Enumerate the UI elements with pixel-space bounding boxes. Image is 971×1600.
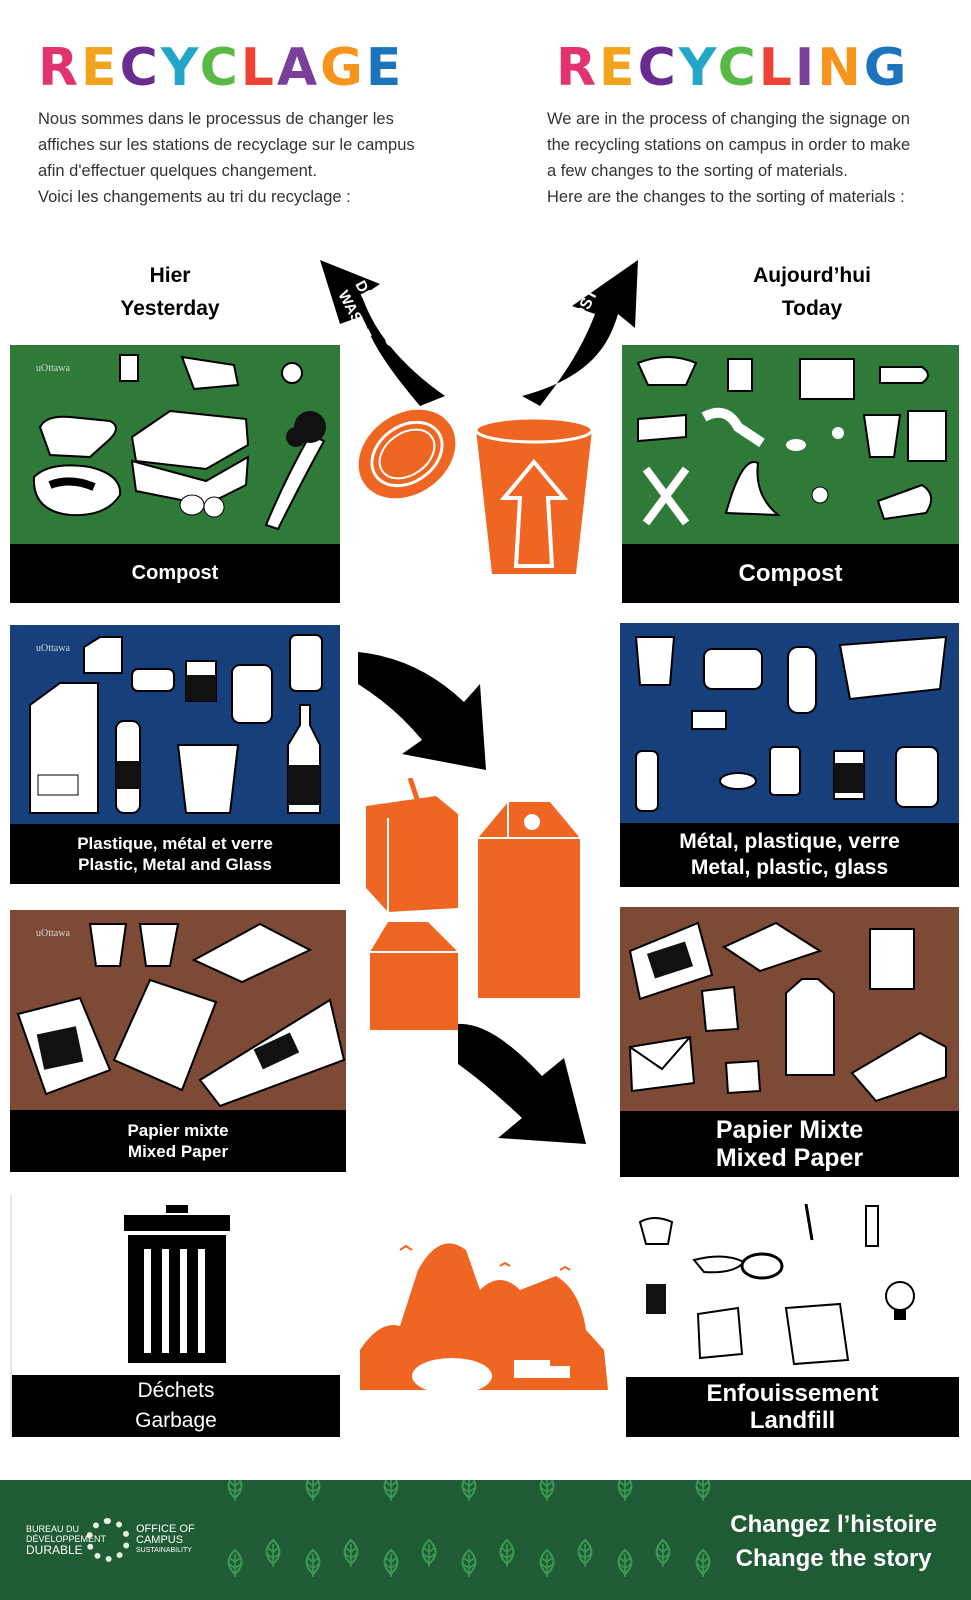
leaf-icon (461, 1480, 477, 1501)
title-letter: C (717, 38, 759, 98)
paper-items-icon (16, 922, 346, 1108)
leaf-icon (383, 1480, 399, 1501)
leaf-icon (539, 1480, 555, 1501)
org-name-english: OFFICE OF CAMPUS SUSTAINABILITY (136, 1523, 195, 1555)
milk-carton-small-icon (370, 922, 458, 1030)
paper-label: Papier Mixte Mixed Paper (620, 1111, 959, 1177)
compostable-items-icon (636, 356, 947, 526)
leaf-icon (577, 1538, 593, 1567)
leaf-icon (265, 1538, 281, 1567)
leaf-icon (227, 1548, 243, 1577)
yesterday-paper-panel: uOttawa Papier mixte Mixed Paper (10, 910, 346, 1172)
title-letter: L (758, 38, 795, 98)
leaf-icon (695, 1548, 711, 1577)
title-letter: N (817, 38, 864, 98)
leaf-icon (461, 1548, 477, 1577)
intro-english: We are in the process of changing the si… (547, 110, 911, 206)
title-letter: G (863, 38, 910, 98)
leaf-icon (655, 1538, 671, 1567)
paper-label: Papier mixte Mixed Paper (10, 1110, 346, 1172)
column-heading-today: Aujourd’hui Today (753, 264, 871, 320)
title-letter: R (556, 38, 600, 98)
title-letter: L (240, 38, 277, 98)
diagonal-arrow-bottom (458, 1023, 586, 1144)
juice-box-icon (366, 778, 458, 912)
compost-items-image (622, 345, 959, 544)
today-compost-panel: Compost (622, 345, 959, 603)
yesterday-garbage-panel: Déchets Garbage (10, 1195, 348, 1437)
title-french: RECYCLAGE (38, 42, 404, 94)
today-paper-panel: Papier Mixte Mixed Paper (620, 907, 959, 1177)
containers-label: Plastique, métal et verre Plastic, Metal… (10, 824, 340, 884)
compost-label: Compost (622, 544, 959, 603)
leaf-icon (539, 1548, 555, 1577)
container-items-icon (634, 635, 948, 812)
title-letter: E (81, 38, 120, 98)
title-letter: I (794, 38, 818, 98)
title-letter: C (637, 38, 679, 98)
title-letter: Y (160, 38, 200, 98)
leaf-icon (227, 1480, 243, 1501)
leaf-icon (695, 1480, 711, 1501)
title-english: RECYCLING (556, 42, 909, 94)
diagonal-arrow-top (358, 652, 486, 770)
title-letter: G (320, 38, 366, 98)
compost-label: Compost (10, 544, 340, 603)
landfill-icon (360, 1243, 608, 1392)
intro-french: Nous sommes dans le processus de changer… (38, 110, 415, 206)
yesterday-containers-panel: uOttawa Plastique, métal et verre Plasti… (10, 625, 340, 884)
coffee-lid-icon (358, 409, 456, 499)
footer: BUREAU DU DÉVELOPPEMENT DURABLE OFFICE O… (0, 1480, 971, 1600)
office-logo-icon (86, 1518, 130, 1562)
paper-items-icon (628, 921, 947, 1103)
leaf-icon (617, 1480, 633, 1501)
food-waste-icon (32, 354, 326, 531)
garbage-label: Déchets Garbage (12, 1375, 340, 1437)
trash-can-icon (124, 1205, 230, 1363)
title-letter: C (199, 38, 241, 98)
today-containers-panel: Métal, plastique, verre Metal, plastic, … (620, 623, 959, 887)
landfill-items-icon (638, 1204, 915, 1366)
containers-label: Métal, plastique, verre Metal, plastic, … (620, 823, 959, 887)
leaf-icon (343, 1538, 359, 1567)
yesterday-compost-panel: uOttawa Compost (10, 345, 340, 603)
column-heading-yesterday: Hier Yesterday (120, 264, 220, 320)
title-letter: E (365, 38, 405, 98)
milk-carton-large-icon (478, 802, 580, 998)
leaf-icon (383, 1548, 399, 1577)
title-letter: R (38, 38, 82, 98)
compost-items-image: uOttawa (10, 345, 340, 544)
leaf-icon (499, 1538, 515, 1567)
title-letter: E (599, 38, 638, 98)
leaf-icon (305, 1548, 321, 1577)
containers-items-image: uOttawa (10, 625, 340, 824)
leaf-icon (421, 1538, 437, 1567)
landfill-label: Enfouissement Landfill (626, 1377, 959, 1437)
leaf-icon (617, 1548, 633, 1577)
org-name-french: BUREAU DU DÉVELOPPEMENT DURABLE (26, 1524, 107, 1557)
title-letter: Y (678, 38, 718, 98)
paper-items-image (620, 907, 959, 1111)
container-items-icon (29, 634, 323, 814)
leaf-icon (305, 1480, 321, 1501)
paper-items-image: uOttawa (10, 910, 346, 1110)
coffee-cup-icon (474, 416, 594, 574)
tagline: Changez l’histoire Change the story (730, 1511, 937, 1572)
containers-items-image (620, 623, 959, 823)
waste-arrow: DÉCHETS WASTE (320, 260, 445, 406)
today-landfill-panel: Enfouissement Landfill (626, 1200, 959, 1437)
compost-arrow: COMPOST (522, 260, 638, 406)
title-letter: A (276, 38, 321, 98)
title-letter: C (119, 38, 161, 98)
